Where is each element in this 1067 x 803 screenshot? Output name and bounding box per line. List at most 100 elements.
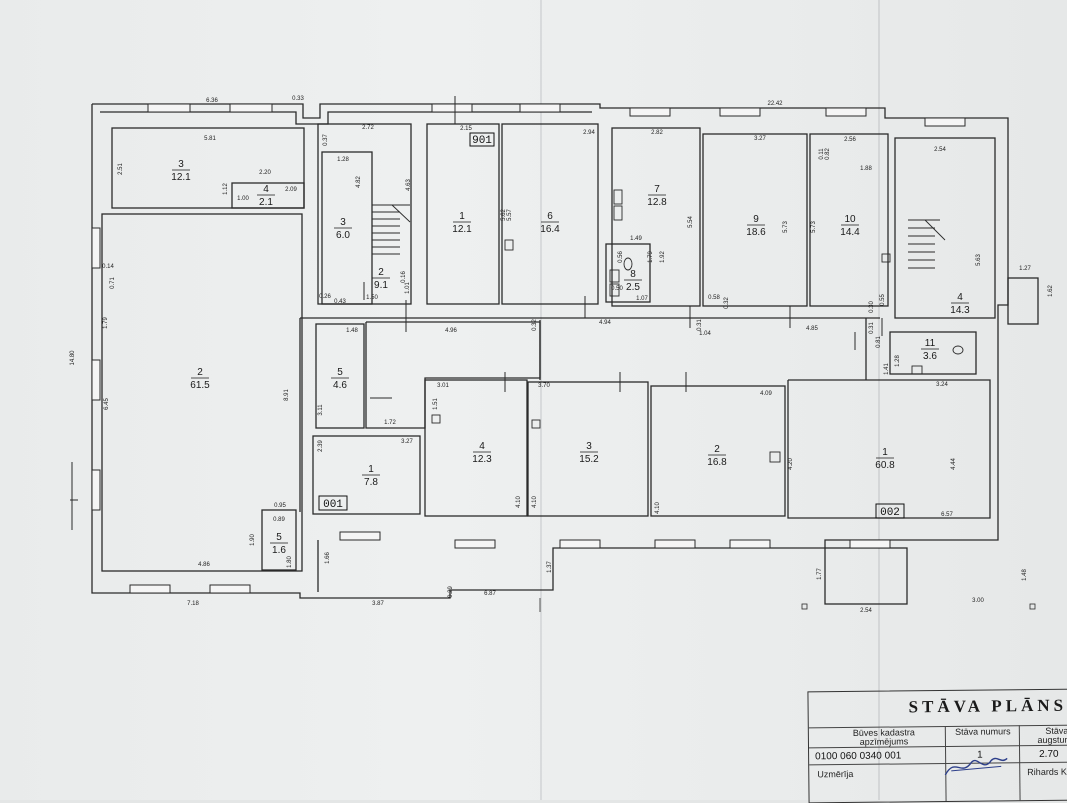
- dimension-label: 4.10: [532, 496, 538, 508]
- dimension-label: 0.16: [401, 271, 407, 283]
- dimension-label: 0.32: [532, 319, 538, 331]
- room-area: 15.2: [579, 454, 599, 465]
- dimension-label: 3.70: [538, 383, 550, 389]
- room-wall: [312, 435, 421, 515]
- dimension-label: 6.57: [941, 512, 953, 518]
- room-area: 7.8: [364, 477, 378, 488]
- room-area: 12.8: [647, 197, 667, 208]
- paper-fold: [540, 0, 542, 800]
- dimension-label: 0.26: [319, 294, 331, 300]
- dimension-label: 6.36: [206, 98, 218, 104]
- dimension-label: 1.41: [884, 363, 890, 375]
- dimension-label: 2.39: [318, 440, 324, 452]
- room-number: 3: [178, 159, 184, 170]
- room-label-r-c-1: 17.8: [362, 464, 380, 488]
- dimension-label: 4.82: [356, 176, 362, 188]
- dimension-label: 1.72: [384, 420, 396, 426]
- room-area: 18.6: [746, 227, 766, 238]
- dimension-label: 2.56: [844, 137, 856, 143]
- unit-label-text: 901: [472, 135, 492, 147]
- room-number: 3: [340, 217, 346, 228]
- room-wall: [111, 127, 305, 209]
- dimension-label: 3.27: [401, 439, 413, 445]
- inner-wall: [100, 111, 592, 125]
- room-wall: [809, 133, 889, 307]
- room-area: 2.5: [626, 282, 640, 293]
- room-area: 1.6: [272, 545, 286, 556]
- dimension-label: 1.28: [337, 157, 349, 163]
- dimension-label: 3.01: [437, 383, 449, 389]
- room-area: 3.6: [923, 351, 937, 362]
- room-label-r-2-1: 160.8: [875, 447, 895, 471]
- title-block: STĀVA PLĀNS Būves kadastra apzīmējums St…: [807, 688, 1067, 803]
- room-wall: [702, 133, 808, 307]
- dimension-label: 4.09: [760, 391, 772, 397]
- dimension-label: 1.51: [433, 398, 439, 410]
- cadastre-header: Būves kadastra apzīmējums: [852, 727, 915, 747]
- room-label-r-1-2: 216.8: [707, 444, 727, 468]
- room-area: 2.1: [259, 197, 273, 208]
- room-wall: [365, 321, 541, 429]
- room-number: 5: [337, 367, 343, 378]
- room-wall: [894, 137, 996, 319]
- unit-label-text: 001: [323, 499, 343, 511]
- paper-fold: [878, 0, 880, 800]
- room-area: 61.5: [190, 380, 210, 391]
- dimension-label: 5.63: [976, 254, 982, 266]
- dimension-label: 3.11: [318, 404, 324, 416]
- room-wall: [611, 127, 701, 307]
- dimension-label: 0.81: [876, 336, 882, 348]
- measured-by-label: Uzmērīja: [817, 768, 854, 780]
- dimension-label: 4.94: [599, 320, 611, 326]
- dimension-label: 0.37: [323, 134, 329, 146]
- dimension-label: 1.37: [547, 561, 553, 573]
- dimension-label: 1.12: [223, 183, 229, 195]
- dimension-label: 7.18: [187, 601, 199, 607]
- room-number: 4: [479, 441, 485, 452]
- dimension-label: 2.54: [860, 608, 872, 614]
- room-wall: [501, 123, 599, 305]
- room-area: 12.3: [472, 454, 492, 465]
- dimension-label: 4.10: [655, 502, 661, 514]
- dimension-label: 22.42: [767, 101, 783, 107]
- room-number: 11: [925, 338, 936, 349]
- room-number: 1: [459, 211, 465, 222]
- room-number: 8: [630, 269, 636, 280]
- room-label-r-9-9: 918.6: [746, 214, 766, 238]
- room-area: 4.6: [333, 380, 347, 391]
- dimension-label: 1.01: [405, 282, 411, 294]
- room-label-r-1-4: 412.3: [472, 441, 492, 465]
- dimension-label: 4.63: [406, 179, 412, 191]
- cadastre-value: 0100 060 0340 001: [815, 750, 902, 763]
- divider: [809, 761, 1067, 766]
- room-wall: [261, 509, 297, 571]
- dimension-label: 0.56: [618, 251, 624, 263]
- dimension-label: 2.82: [651, 130, 663, 136]
- room-label-r-left-5: 51.6: [270, 532, 288, 556]
- room-label-r-9-6: 616.4: [540, 211, 560, 235]
- dimension-label: 1.00: [237, 196, 249, 202]
- room-number: 9: [753, 214, 759, 225]
- dimension-label: 2.20: [259, 170, 271, 176]
- floor-number-header: Stāva numurs: [955, 726, 1011, 737]
- dimension-label: 0.71: [110, 277, 116, 289]
- dimension-label: 1.92: [660, 251, 666, 263]
- dimension-label: 4.44: [951, 458, 957, 470]
- unit-label-901: 901: [469, 132, 495, 147]
- dimension-label: 8.91: [284, 389, 290, 401]
- room-label-r-c-3: 36.0: [334, 217, 352, 241]
- outer-wall: [91, 103, 1009, 599]
- room-label-r-9-11: 113.6: [921, 338, 939, 362]
- dimension-label: 1.48: [1022, 569, 1028, 581]
- dimension-label: 0.58: [708, 295, 720, 301]
- room-area: 16.8: [707, 457, 727, 468]
- room-number: 4: [263, 184, 269, 195]
- dimension-label: 2.72: [362, 125, 374, 131]
- dimension-label: 0.14: [102, 264, 114, 270]
- dimension-label: 5.73: [811, 221, 817, 233]
- dimension-label: 1.90: [250, 534, 256, 546]
- dimension-label: 2.54: [934, 147, 946, 153]
- room-label-r-left-2: 261.5: [190, 367, 210, 391]
- room-label-r-9-1: 112.1: [452, 211, 472, 235]
- room-label-r-9-4: 414.3: [950, 292, 970, 316]
